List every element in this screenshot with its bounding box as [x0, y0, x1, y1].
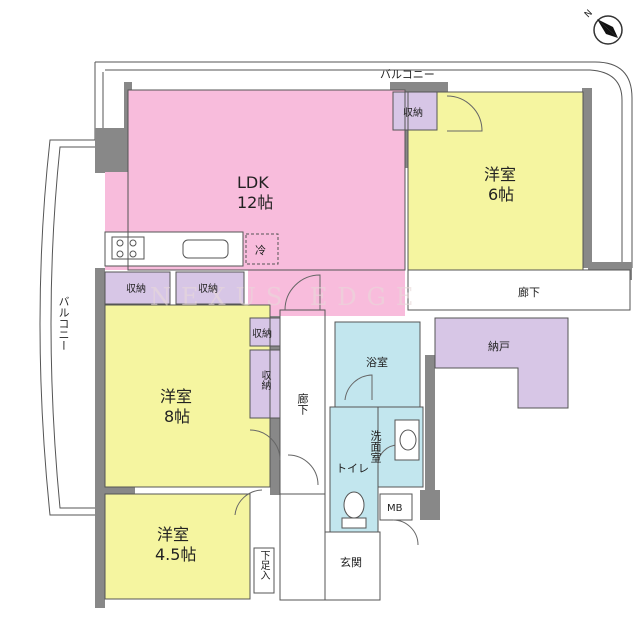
western45-name: 洋室 — [157, 525, 189, 544]
western6-name: 洋室 — [484, 165, 516, 184]
bath-room — [335, 322, 420, 407]
mb-label: MB — [387, 503, 403, 514]
bath-name: 浴室 — [366, 355, 388, 369]
storage-label-left-1: 収納 — [126, 282, 146, 295]
nando-name: 納戸 — [488, 340, 510, 353]
storage-label-small: 収納 — [252, 327, 272, 340]
western6-size: 6帖 — [488, 185, 514, 204]
sink-icon — [394, 419, 420, 461]
ldk-size: 12帖 — [237, 193, 273, 212]
corridor-right — [407, 269, 631, 311]
western8-size: 8帖 — [164, 407, 190, 426]
shoe-cabinet — [253, 547, 275, 594]
watermark-text: NEXUS EDGE — [150, 283, 423, 311]
balcony-outline — [39, 61, 633, 516]
balcony-left-label: バルコニー — [57, 296, 70, 351]
washroom-label: 洗面室 — [369, 430, 382, 463]
toilet-icon — [341, 491, 367, 529]
corridor-right-name: 廊下 — [518, 285, 540, 299]
fridge-space — [245, 233, 279, 265]
corridor-center-label: 廊下 — [296, 393, 309, 415]
shoe-cabinet-label: 下足入 — [258, 550, 269, 580]
western8-name: 洋室 — [160, 387, 192, 406]
western45-room — [105, 494, 250, 599]
fridge-label: 冷 — [255, 244, 266, 257]
western8-room — [105, 305, 270, 487]
storage-tall-label: 収納 — [259, 370, 270, 390]
entrance-name: 玄関 — [340, 555, 362, 569]
storage-left-2 — [175, 271, 245, 305]
kitchen-counter — [104, 231, 244, 267]
balcony-top-label: バルコニー — [380, 68, 435, 81]
ldk-name: LDK — [237, 173, 269, 192]
storage-label-top-right: 収納 — [403, 106, 423, 119]
storage-left-1 — [104, 271, 171, 305]
compass-north-label: N — [583, 8, 595, 20]
compass-icon — [593, 15, 623, 45]
western45-size: 4.5帖 — [155, 545, 196, 564]
ldk-room-lower — [248, 268, 405, 316]
toilet-name: トイレ — [336, 462, 369, 475]
nando-room — [435, 318, 568, 408]
storage-label-left-2: 収納 — [198, 282, 218, 295]
interior-lines — [104, 89, 584, 601]
storage-tall — [249, 349, 281, 419]
